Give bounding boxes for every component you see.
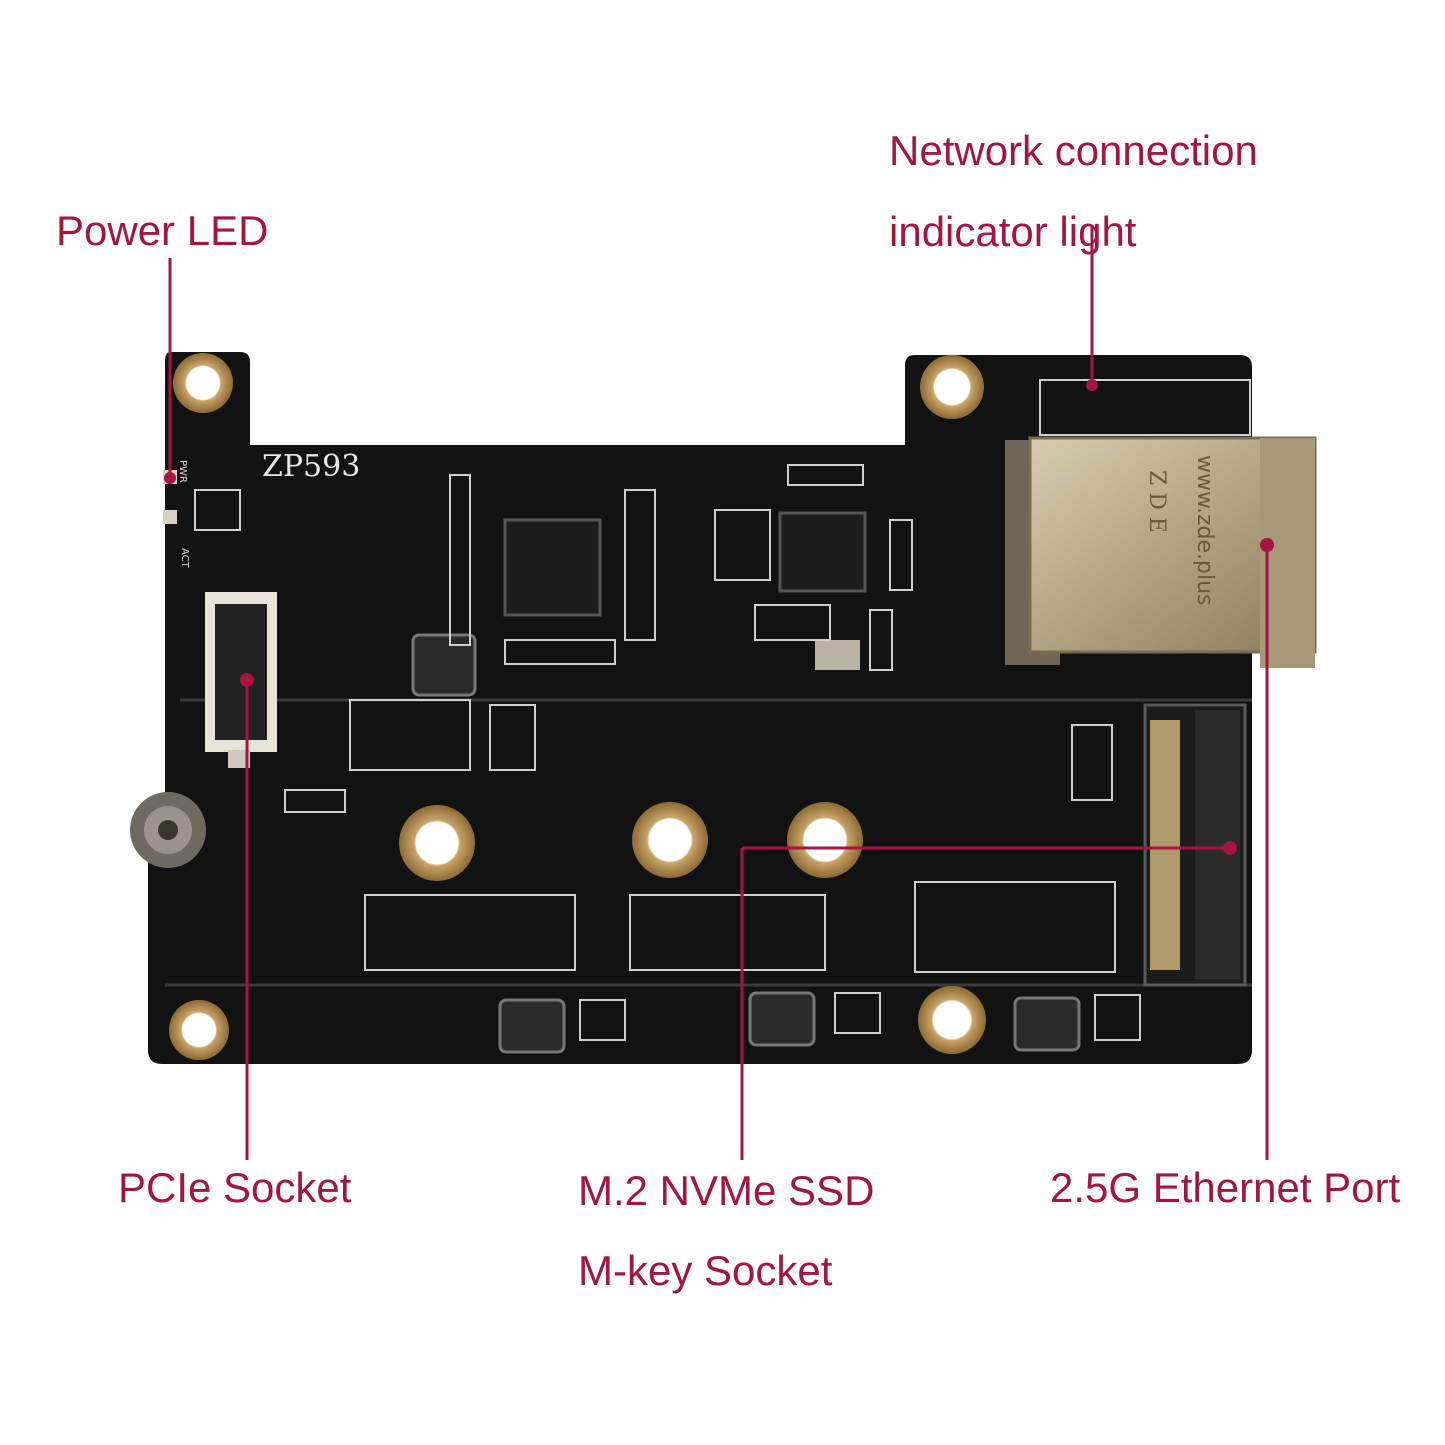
label-nvme-2: M-key Socket (578, 1247, 833, 1294)
crystal (815, 640, 860, 670)
act-led-component (163, 510, 177, 524)
m2-socket (1143, 703, 1247, 987)
jack-brand-print: Z D E (1144, 470, 1169, 533)
jack-url-print: www.zde.plus (1192, 455, 1217, 605)
chip-ethernet-phy (778, 511, 867, 593)
label-network-light-2: indicator light (889, 208, 1137, 255)
pcie-ffc-socket (205, 592, 277, 768)
standoff-screw (130, 792, 206, 868)
label-ethernet-port: 2.5G Ethernet Port (1050, 1164, 1401, 1211)
chip-controller (503, 518, 602, 617)
label-network-light-1: Network connection (889, 127, 1258, 174)
board-model-silk: ZP593 (262, 449, 360, 484)
mount-holes (169, 353, 986, 1060)
passive-components (194, 379, 1251, 1041)
label-power-led: Power LED (56, 207, 269, 254)
act-silk: ACT (179, 548, 190, 569)
pcb-board (148, 352, 1252, 1064)
label-pcie-socket: PCIe Socket (118, 1164, 352, 1211)
inductors (411, 633, 1081, 1054)
leader-lines (168, 225, 1269, 1160)
label-nvme-1: M.2 NVMe SSD (578, 1167, 875, 1214)
pwr-silk: PWR (177, 460, 188, 483)
leader-dots (164, 379, 1274, 855)
